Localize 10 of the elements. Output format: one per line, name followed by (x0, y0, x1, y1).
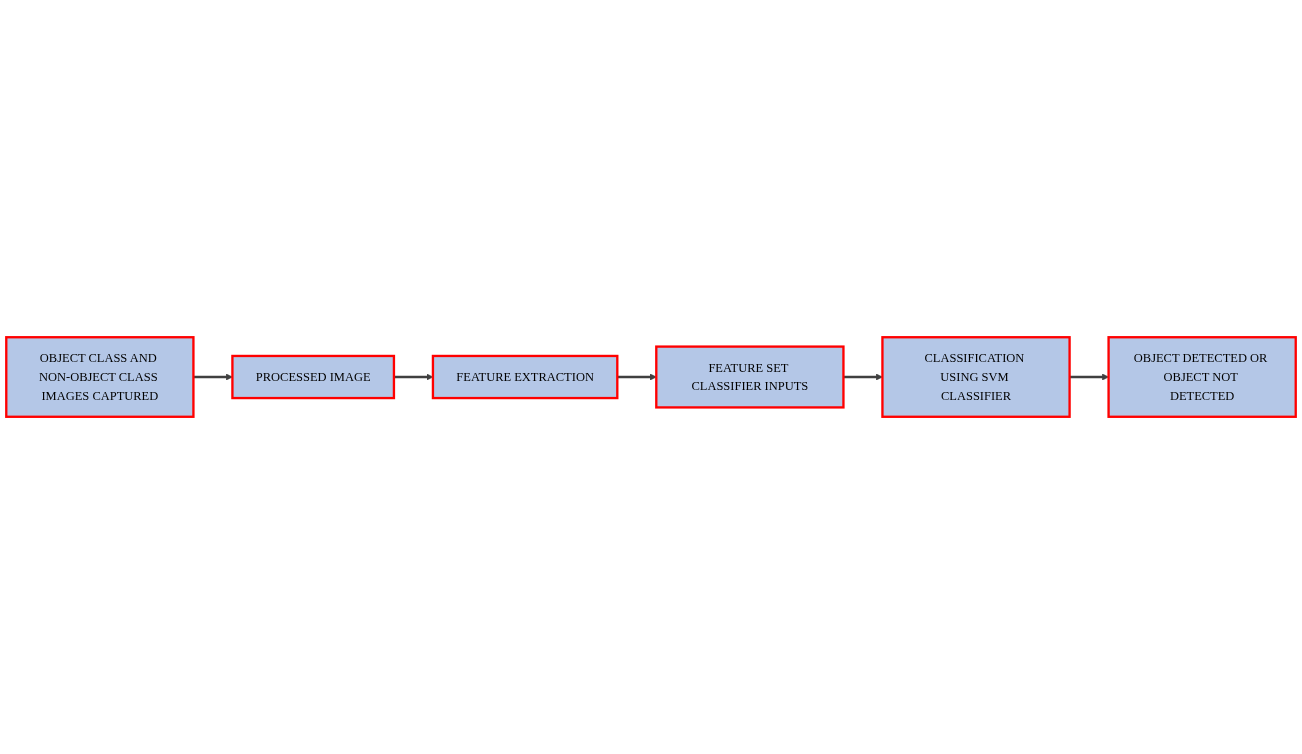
arrow (843, 373, 883, 381)
node-box: FEATURE EXTRACTION (431, 354, 619, 400)
node-box: CLASSIFICATION USING SVM CLASSIFIER (881, 336, 1071, 418)
arrow (1069, 373, 1109, 381)
node-box: FEATURE SET CLASSIFIER INPUTS (655, 345, 845, 409)
node-box: PROCESSED IMAGE (231, 354, 396, 400)
arrow (617, 373, 657, 381)
node-box: OBJECT CLASS AND NON-OBJECT CLASS IMAGES CAPTURED (5, 336, 195, 418)
arrow (193, 373, 233, 381)
node-box: OBJECT DETECTED OR OBJECT NOT DETECTED (1107, 336, 1297, 418)
